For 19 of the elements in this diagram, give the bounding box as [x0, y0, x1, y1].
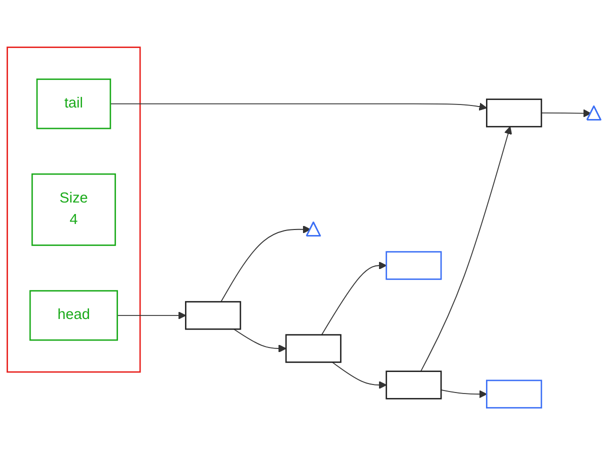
node-box [386, 251, 442, 280]
arrow [220, 225, 311, 302]
node-box [486, 380, 542, 408]
arrow [321, 261, 387, 336]
node-box [386, 370, 442, 400]
arrow [420, 126, 512, 372]
arrow [332, 362, 387, 389]
arrow [233, 328, 286, 352]
node-box: Size 4 [31, 173, 116, 246]
node-box [486, 98, 542, 128]
arrow [540, 109, 592, 118]
arrow [116, 311, 186, 320]
arrow [440, 389, 488, 398]
node-box [185, 301, 242, 330]
cluster [6, 46, 141, 373]
arrow [110, 102, 488, 111]
node-box [285, 334, 342, 363]
node-box: tail [36, 78, 112, 130]
node-box: head [29, 290, 118, 341]
